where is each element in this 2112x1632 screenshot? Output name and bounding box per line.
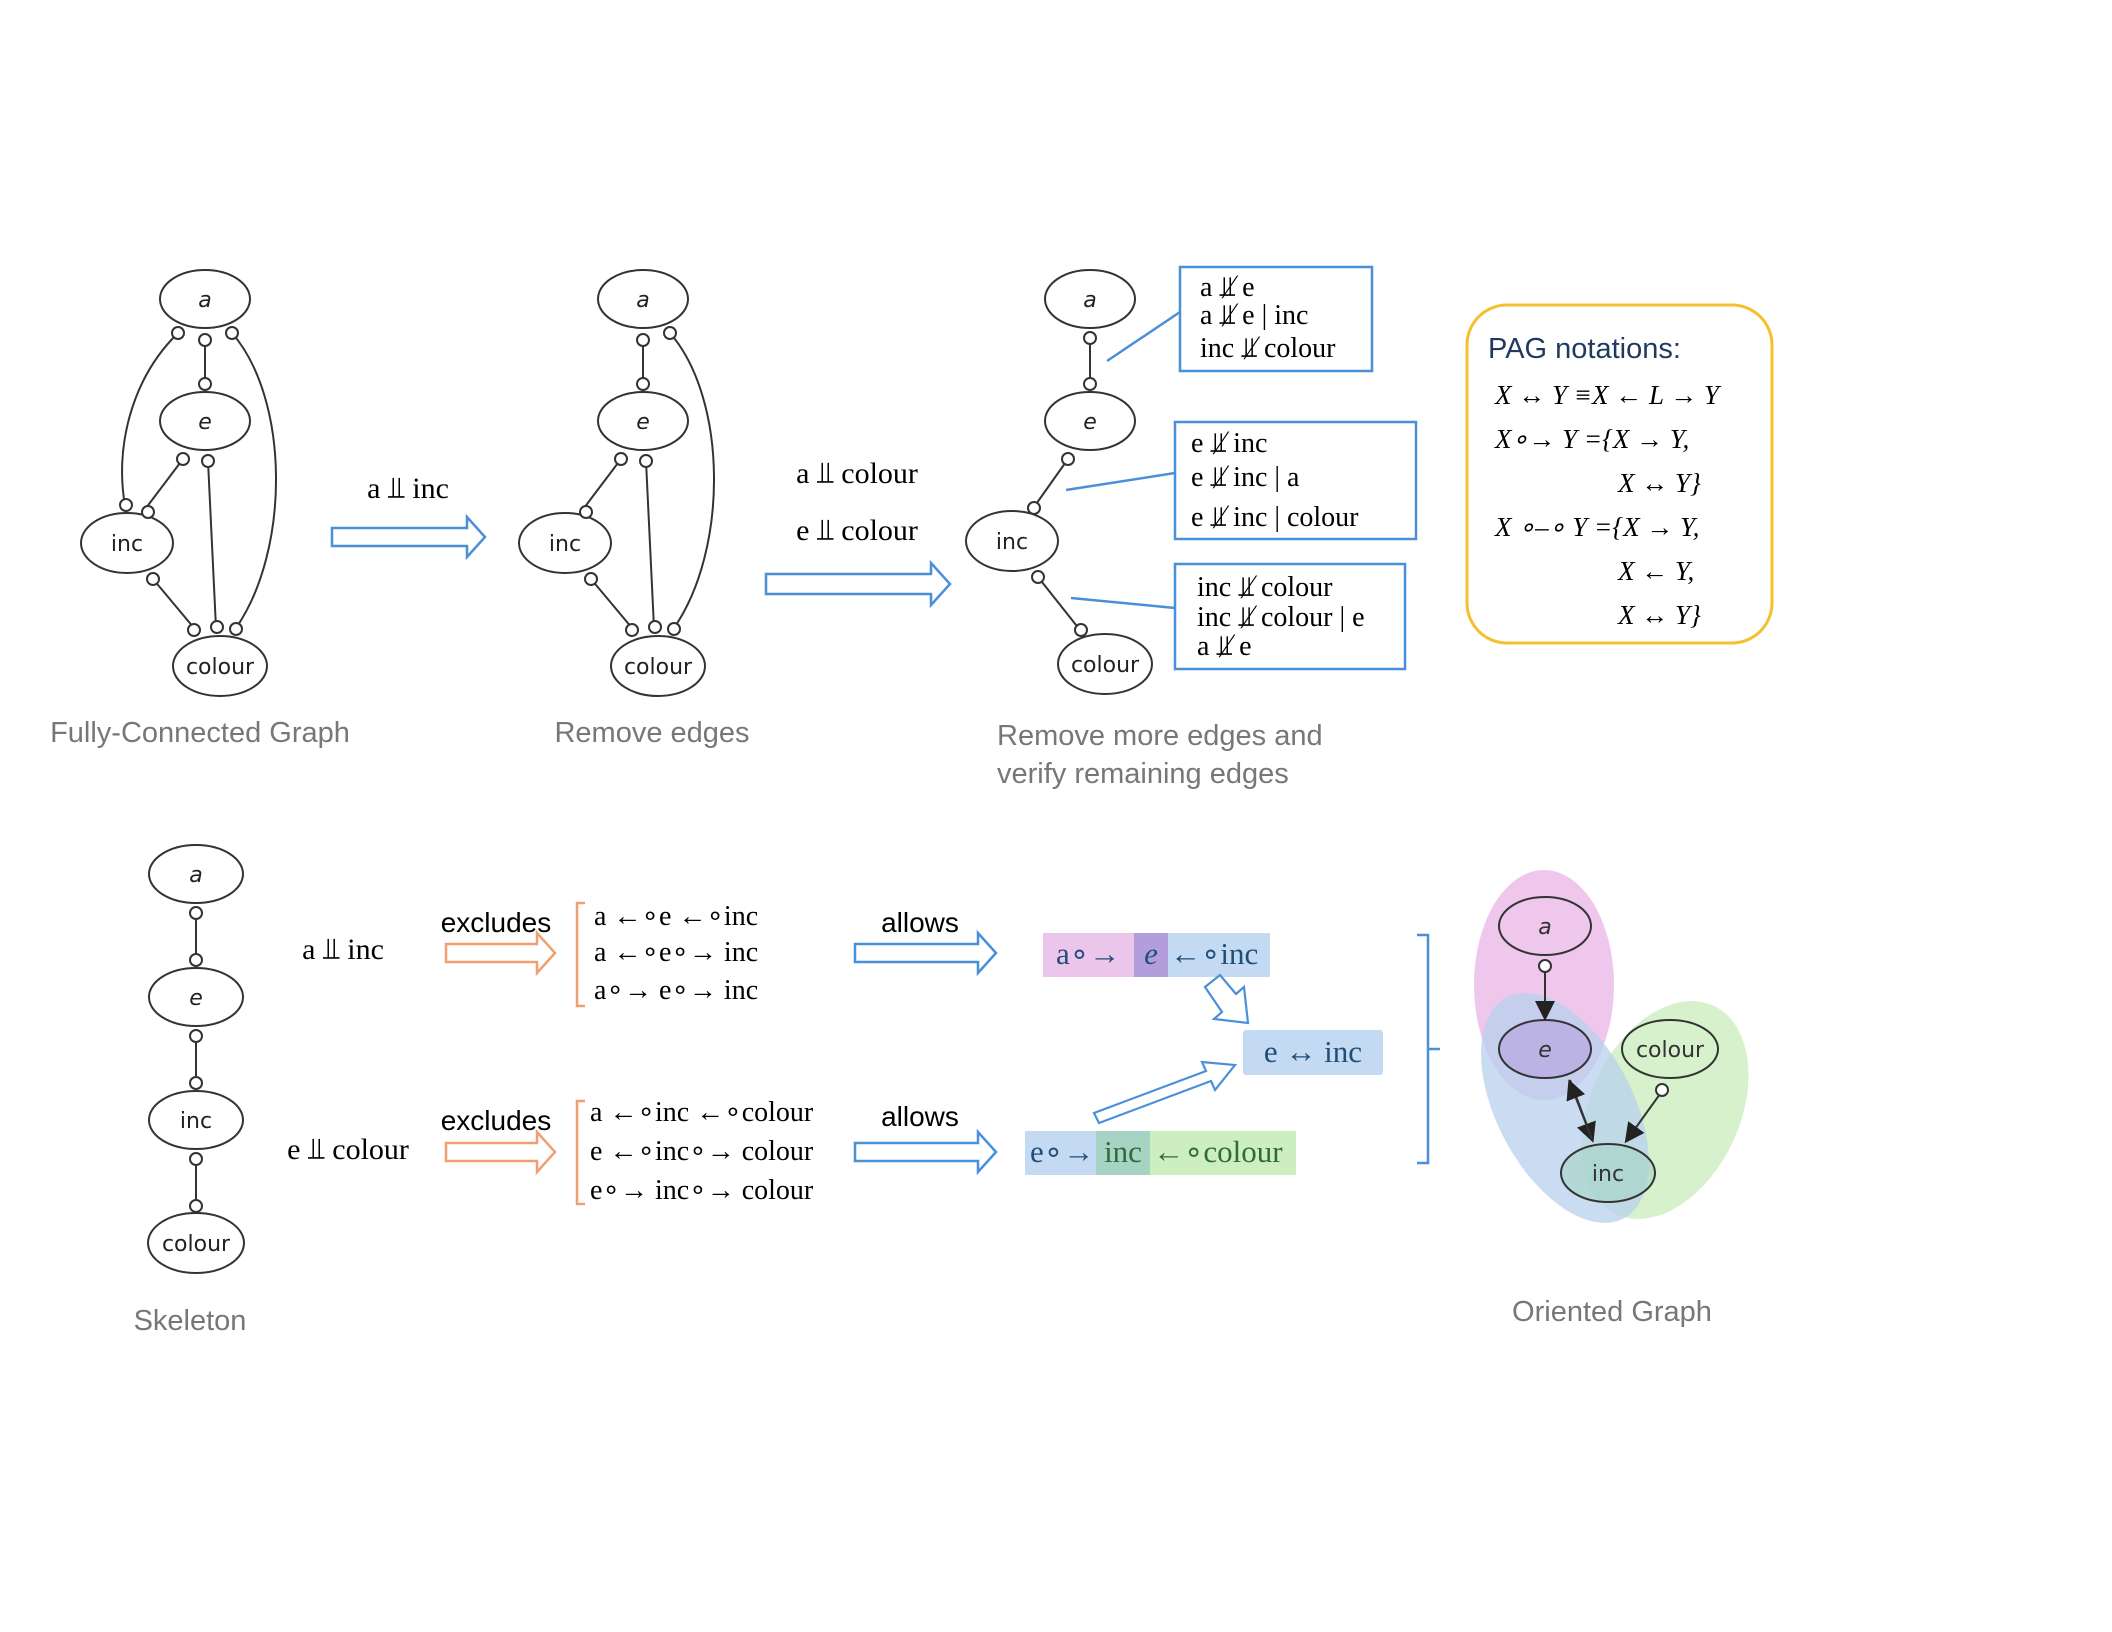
test-box-1	[1178, 265, 1374, 373]
step-label-2b: e ⫫ colour	[796, 514, 918, 547]
test-box-1-line-3: inc ⫫̸ colour	[1200, 333, 1336, 364]
node-colour-oriented: colour	[1636, 1038, 1705, 1063]
node-a-oriented: a	[1538, 915, 1551, 940]
allow2-colour: ←∘colour	[1153, 1134, 1283, 1169]
result-bracket	[1417, 933, 1440, 1165]
pag-notation-line-3: X ↔ Y}	[1617, 468, 1701, 498]
excluded-2-2: e ←∘inc∘→ colour	[590, 1136, 814, 1167]
caption-fully-connected: Fully-Connected Graph	[50, 717, 350, 749]
excluded-1-3: a∘→ e∘→ inc	[594, 975, 758, 1006]
graph-oriented	[1474, 870, 1749, 1223]
step-label-1: a ⫫ inc	[367, 472, 449, 505]
excludes-arrow-2	[444, 1128, 557, 1176]
allow2-e: e∘→	[1030, 1134, 1094, 1169]
pag-notation-line-5: X ← Y,	[1617, 556, 1694, 586]
test-box-2-line-2: e ⫫̸ inc | a	[1191, 462, 1300, 493]
condition-1: a ⫫ inc	[302, 933, 384, 966]
node-a-3: a	[1083, 288, 1096, 313]
pag-notation-line-2: X∘→ Y ={X → Y,	[1494, 424, 1689, 454]
test-box-2-line-3: e ⫫̸ inc | colour	[1191, 502, 1359, 533]
graph-remove-more	[965, 269, 1153, 695]
allows-label-1: allows	[881, 907, 959, 938]
allows-arrow-1	[853, 929, 998, 977]
allow1-e: e	[1144, 936, 1158, 971]
node-e-2: e	[636, 410, 650, 435]
excludes-label-2: excludes	[441, 1105, 552, 1136]
allows-label-2: allows	[881, 1101, 959, 1132]
caption-skeleton: Skeleton	[134, 1305, 247, 1337]
test-box-2-line-1: e ⫫̸ inc	[1191, 428, 1267, 459]
merged-bg	[1243, 1030, 1383, 1075]
excludes-arrow-1	[444, 929, 557, 977]
excluded-2-1: a ←∘inc ←∘colour	[590, 1097, 814, 1128]
allow1-overlap-bg	[1134, 933, 1168, 977]
excludes-bracket-1	[575, 901, 585, 1008]
caption-remove-more-2: verify remaining edges	[997, 758, 1289, 790]
node-e-3: e	[1083, 410, 1097, 435]
test-box-3	[1173, 562, 1407, 671]
node-inc-oriented: inc	[1592, 1162, 1624, 1187]
node-inc-skel: inc	[180, 1109, 212, 1134]
test-box-3-line-2: inc ⫫̸ colour | e	[1197, 602, 1365, 633]
node-a-1: a	[198, 288, 211, 313]
node-colour-1: colour	[186, 655, 255, 680]
allow2-inc: inc	[1104, 1134, 1142, 1169]
allows-arrow-2	[853, 1128, 998, 1176]
allow1-inc: ←∘inc	[1170, 936, 1258, 971]
node-inc-2: inc	[549, 532, 581, 557]
graph-remove-edges	[518, 269, 715, 697]
node-inc-3: inc	[996, 530, 1028, 555]
node-e-oriented: e	[1538, 1038, 1552, 1063]
excluded-2-3: e∘→ inc∘→ colour	[590, 1175, 814, 1206]
caption-remove-edges: Remove edges	[554, 717, 749, 749]
condition-2: e ⫫ colour	[287, 1133, 409, 1166]
pag-notation-line-1: X ↔ Y ≡X ← L → Y	[1494, 380, 1722, 410]
merged-result: e ↔ inc	[1264, 1034, 1362, 1069]
graph-skeleton	[147, 844, 245, 1274]
pag-notation-title: PAG notations:	[1488, 333, 1681, 365]
merge-arrow-up	[1092, 1060, 1238, 1125]
step-arrow-2	[764, 559, 952, 609]
node-colour-2: colour	[624, 655, 693, 680]
graph-fully-connected	[80, 269, 277, 697]
pag-notation-line-6: X ↔ Y}	[1617, 600, 1701, 630]
test-connectors	[1065, 310, 1181, 610]
pag-notation-box	[1465, 303, 1774, 645]
merge-arrow-down	[1203, 973, 1250, 1025]
excludes-label-1: excludes	[441, 907, 552, 938]
node-a-2: a	[636, 288, 649, 313]
excluded-1-2: a ←∘e∘→ inc	[594, 937, 758, 968]
test-box-3-line-3: a ⫫̸ e	[1197, 631, 1252, 662]
pag-notation-line-4: X ∘–∘ Y ={X → Y,	[1494, 512, 1699, 542]
test-box-3-line-1: inc ⫫̸ colour	[1197, 572, 1333, 603]
test-box-1-line-1: a ⫫̸ e	[1200, 272, 1255, 303]
node-colour-3: colour	[1071, 653, 1140, 678]
test-box-2	[1173, 420, 1418, 541]
allow2-overlap-bg	[1096, 1131, 1150, 1175]
excludes-bracket-2	[575, 1099, 585, 1206]
step-arrow-1	[330, 513, 487, 561]
step-label-2a: a ⫫ colour	[796, 457, 918, 490]
test-box-1-line-2: a ⫫̸ e | inc	[1200, 300, 1308, 331]
excluded-1-1: a ←∘e ←∘inc	[594, 901, 758, 932]
node-e-skel: e	[189, 986, 203, 1011]
node-inc-1: inc	[111, 532, 143, 557]
node-a-skel: a	[189, 863, 202, 888]
node-e-1: e	[198, 410, 212, 435]
caption-oriented: Oriented Graph	[1512, 1296, 1712, 1328]
caption-remove-more-1: Remove more edges and	[997, 720, 1323, 752]
allow1-a: a∘→	[1056, 936, 1120, 971]
node-colour-skel: colour	[162, 1232, 231, 1257]
